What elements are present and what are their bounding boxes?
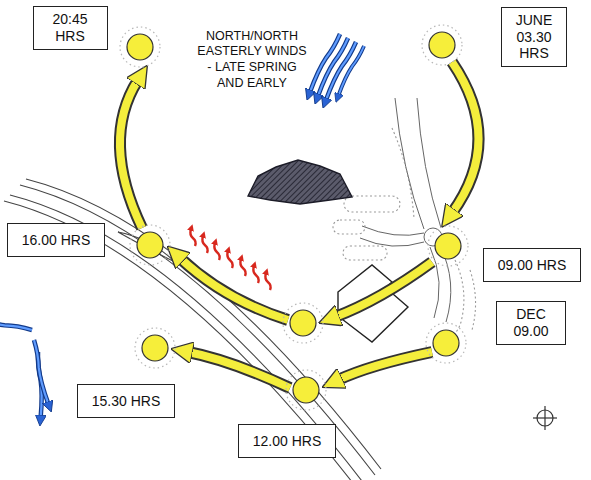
wind-arrows-blue-southwest-part <box>11 340 71 404</box>
time-box: 16.00 HRS <box>7 223 105 258</box>
hatched-building <box>248 160 352 204</box>
wind-arrows-blue-southwest <box>0 293 71 418</box>
wind-arrows-red-part <box>226 251 233 268</box>
estate-roads-part <box>362 226 424 235</box>
sun-path-arrows-part <box>120 62 479 388</box>
sun-symbols-part <box>283 303 323 343</box>
wind-arrows-blue-north <box>310 34 364 100</box>
sun-path-arrows-part-part <box>335 262 432 317</box>
time-box: 15.30 HRS <box>77 384 175 419</box>
sun-path-arrows-part-part <box>188 352 290 388</box>
sun-symbols <box>120 25 468 410</box>
wind-arrows-blue-north-part <box>339 46 365 95</box>
estate-roads-part <box>395 98 424 229</box>
wind-arrows-red-part <box>239 259 246 276</box>
sun-path-arrows-part-part <box>338 352 432 380</box>
sun-symbols-part <box>120 27 160 67</box>
sun-path-arrows-part-part <box>120 80 142 228</box>
plot-outlines-part <box>392 128 414 218</box>
time-label: 09.00 HRS <box>498 257 566 274</box>
sun-symbols-part <box>130 225 170 265</box>
plot-outlines-part <box>470 270 476 330</box>
plot-outlines <box>333 128 476 342</box>
time-label: 15.30 HRS <box>92 393 160 410</box>
time-label: JUNE 03.30 HRS <box>514 12 554 62</box>
time-label: 12.00 HRS <box>253 433 321 450</box>
compass-symbol-part <box>533 417 557 418</box>
time-box: 12.00 HRS <box>238 424 336 459</box>
time-label: 20:45 HRS <box>46 11 95 45</box>
wind-arrows-blue-southwest-part <box>0 293 32 353</box>
sun-path-arrows-part-part <box>188 352 290 388</box>
estate-roads-part <box>417 98 441 228</box>
sun-path-arrows-part-part <box>452 62 479 213</box>
compass-symbol <box>533 406 557 430</box>
sun-symbols-part <box>422 25 462 65</box>
sun-path-arrows <box>120 62 479 388</box>
main-road <box>4 179 381 480</box>
time-box: 09.00 HRS <box>483 248 581 283</box>
sun-symbols-part <box>286 370 326 410</box>
sun-path-arrows-part-part <box>120 80 142 228</box>
time-box: JUNE 03.30 HRS <box>501 7 567 67</box>
sun-path-arrows-part <box>120 62 479 388</box>
wind-arrows-red-part <box>213 243 220 260</box>
time-box: DEC 09.00 <box>496 301 566 345</box>
wind-arrows-red-part <box>201 236 208 253</box>
wind-arrows-red-part <box>252 266 259 283</box>
wind-arrows-red-part <box>264 273 271 290</box>
sun-path-arrows-part-part <box>180 258 288 320</box>
time-label: 16.00 HRS <box>22 232 90 249</box>
sun-symbols-part <box>426 323 466 363</box>
main-road-part <box>10 195 365 480</box>
sun-path-arrows-part-part <box>180 258 288 320</box>
sun-symbols-part <box>135 328 175 368</box>
sun-path-arrows-part-part <box>452 62 479 213</box>
plot-outlines-part <box>344 196 400 212</box>
time-box: 20:45 HRS <box>33 6 108 50</box>
plot-outlines-part <box>343 246 387 260</box>
sun-path-arrows-part-part <box>335 262 432 317</box>
wind-note: NORTH/NORTH EASTERLY WINDS - LATE SPRING… <box>196 29 308 92</box>
plot-outlines-part <box>333 220 365 234</box>
wind-arrows-red-part <box>189 229 196 246</box>
main-road-part <box>4 201 359 480</box>
sun-path-arrows-part-part <box>338 352 432 380</box>
time-label: DEC 09.00 <box>509 306 553 340</box>
sun-symbols-part <box>428 226 468 266</box>
estate-roads-part <box>360 238 424 246</box>
